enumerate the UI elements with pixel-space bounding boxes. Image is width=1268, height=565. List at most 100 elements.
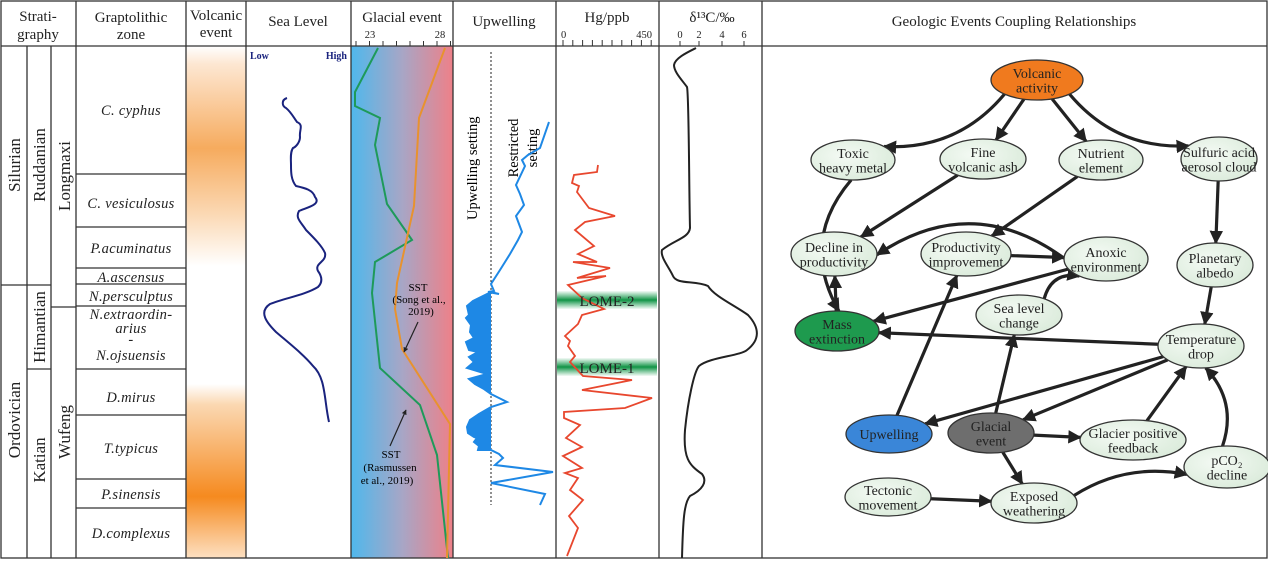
svg-text:et al., 2019): et al., 2019) xyxy=(361,475,414,487)
coupling-edges xyxy=(820,93,1229,508)
node-label: Productivity xyxy=(931,241,1000,256)
edge-tempdrop-to-upwelling xyxy=(923,355,1164,427)
node-label: Anoxic xyxy=(1085,246,1126,261)
glacial-tick-23: 23 xyxy=(365,30,376,41)
sea-level-low-label: Low xyxy=(250,51,270,62)
edge-albedo-to-tempdrop xyxy=(1200,286,1214,326)
zone-label: arius xyxy=(115,321,146,337)
upwelling-setting-label: Upwelling setting xyxy=(465,116,481,220)
zone-label: D.mirus xyxy=(105,390,155,406)
svg-text:(Song et al.,: (Song et al., xyxy=(392,294,445,306)
zone-label: - xyxy=(128,332,133,348)
node-label: Temperature xyxy=(1166,333,1237,348)
header-hg: Hg/ppb xyxy=(585,10,630,26)
edge-glacierfb-to-tempdrop xyxy=(1145,365,1188,422)
glacial-temperature-gradient xyxy=(351,46,453,558)
hg-curve xyxy=(561,164,653,557)
node-label: Nutrient xyxy=(1078,147,1125,162)
lome-1-band xyxy=(557,358,657,376)
edge-glacial-to-sealevel xyxy=(994,333,1019,414)
node-label: Planetary xyxy=(1189,252,1242,267)
node-label: pCO₂ xyxy=(1211,454,1242,469)
stage-katian: Katian xyxy=(30,437,49,483)
zone-label: N.ojsuensis xyxy=(95,348,166,364)
sst-song-annotation: SST (Song et al., 2019) xyxy=(392,282,446,353)
node-label: event xyxy=(976,434,1006,449)
header-upwelling: Upwelling xyxy=(472,14,536,30)
node-label: Glacial xyxy=(971,420,1012,435)
zone-label: C. vesiculosus xyxy=(87,196,174,212)
lome-2-band xyxy=(557,291,657,309)
edge-ash-to-decline xyxy=(859,173,959,239)
node-label: heavy metal xyxy=(819,161,887,176)
zone-label: T.typicus xyxy=(104,441,158,457)
column-headers: Strati- graphy Graptolithic zone Volcani… xyxy=(17,8,1136,43)
edge-volcanic-to-ash xyxy=(994,98,1026,142)
edge-volcanic-to-nutrient xyxy=(1050,97,1088,143)
edge-anoxic-to-decline xyxy=(875,222,1065,260)
node-label: Upwelling xyxy=(859,428,918,443)
edge-tempdrop-to-mass xyxy=(877,326,1159,346)
svg-text:(Rasmussen: (Rasmussen xyxy=(363,462,417,474)
zone-label: P.sinensis xyxy=(100,487,161,503)
edge-pco2-to-tempdrop xyxy=(1204,366,1229,447)
edge-mass-to-decline xyxy=(828,274,843,312)
volcanic-event-band xyxy=(186,46,246,558)
header-glacial-event: Glacial event xyxy=(362,10,442,26)
zone-label: N.persculptus xyxy=(88,289,173,305)
sst-rasmussen-curve xyxy=(354,47,449,559)
edge-nutrient-to-prodimp xyxy=(990,175,1079,238)
header-graptolithic-2: zone xyxy=(117,27,146,43)
edge-prodimp-to-anoxic xyxy=(1010,250,1066,264)
edge-sealevel-to-anoxic xyxy=(1042,267,1081,300)
header-stratigraphy-1: Strati- xyxy=(19,9,57,25)
edge-volcanic-to-toxic xyxy=(882,93,1006,154)
node-label: decline xyxy=(1207,468,1247,483)
node-label: element xyxy=(1079,161,1123,176)
system-ordovician: Ordovician xyxy=(5,381,24,458)
sst-rasmussen-annotation: SST (Rasmussen et al., 2019) xyxy=(361,409,417,487)
node-label: environment xyxy=(1071,260,1142,275)
restricted-setting-label-1: Restricted xyxy=(506,118,522,178)
node-label: Sulfuric acid xyxy=(1183,146,1255,161)
axis-ticks xyxy=(353,40,745,47)
d13c-tick-2: 2 xyxy=(696,30,701,41)
node-label: drop xyxy=(1188,347,1214,362)
sea-level-high-label: High xyxy=(326,51,348,62)
sea-level-curve xyxy=(263,97,330,423)
zone-label: C. cyphus xyxy=(101,103,161,119)
svg-text:2019): 2019) xyxy=(408,306,434,318)
node-label: weathering xyxy=(1003,504,1065,519)
svg-text:SST: SST xyxy=(409,282,428,294)
node-label: albedo xyxy=(1196,266,1233,281)
node-label: feedback xyxy=(1108,441,1159,456)
svg-text:SST: SST xyxy=(382,449,401,461)
edge-glacial-to-weathering xyxy=(1001,451,1024,485)
zone-label: P.acuminatus xyxy=(89,241,171,257)
zone-label: D.complexus xyxy=(91,526,171,542)
node-label: Fine xyxy=(971,146,996,161)
hg-tick-0: 0 xyxy=(561,30,566,41)
formation-wufeng: Wufeng xyxy=(55,404,74,459)
stage-himantian: Himantian xyxy=(30,291,49,363)
node-label: activity xyxy=(1016,81,1058,96)
node-label: improvement xyxy=(929,255,1004,270)
node-label: Volcanic xyxy=(1013,67,1062,82)
node-label: Glacier positive xyxy=(1088,427,1177,442)
edge-tectonic-to-weathering xyxy=(930,494,993,508)
